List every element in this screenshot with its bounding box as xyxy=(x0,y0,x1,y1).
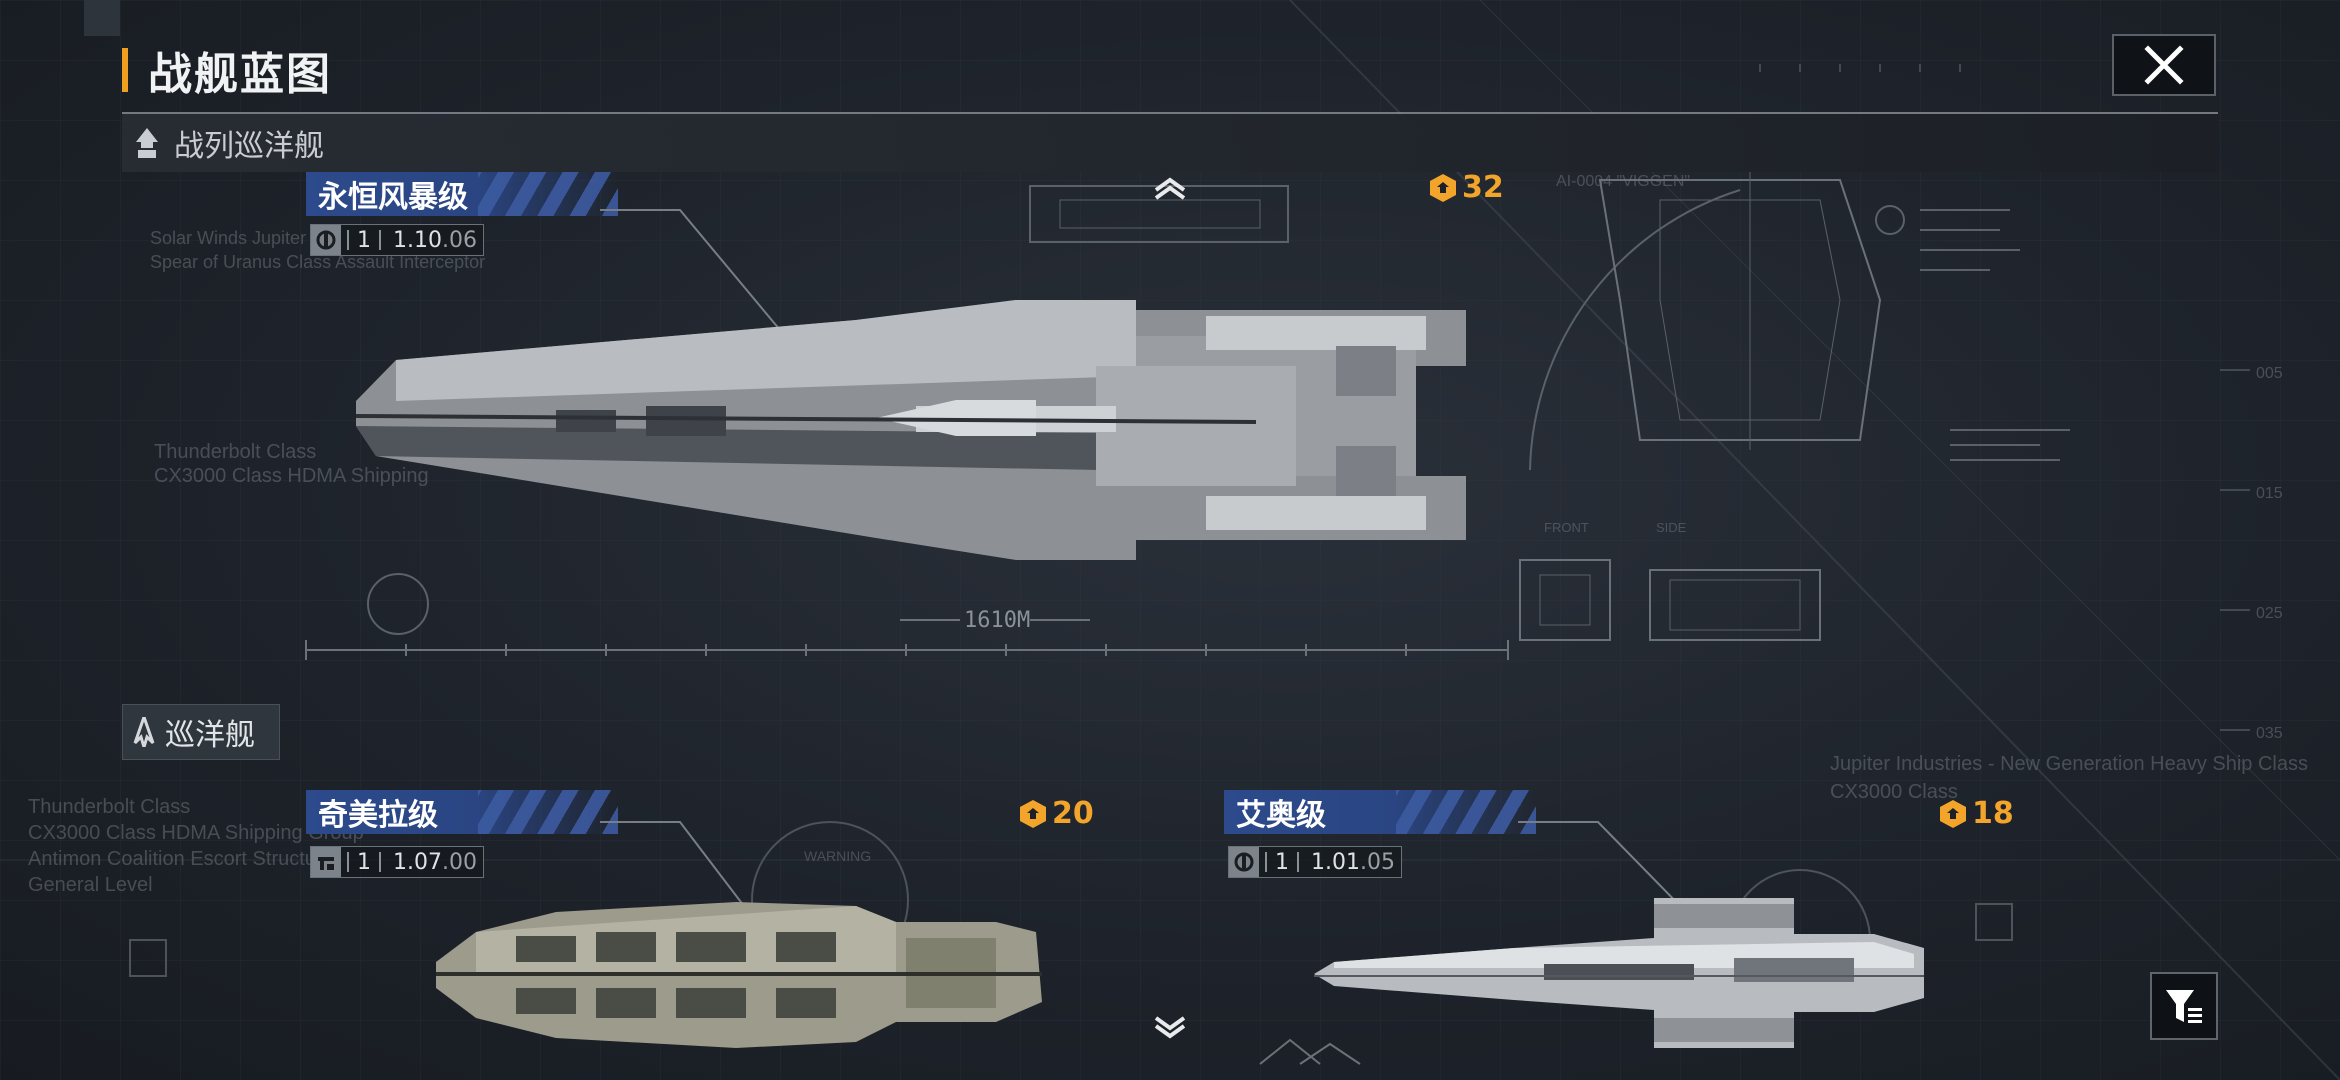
cruiser-class-icon xyxy=(133,717,155,747)
section-header-cruiser: 巡洋舰 xyxy=(122,704,280,760)
badge-separator xyxy=(1297,852,1299,872)
page-header: 战舰蓝图 xyxy=(122,38,332,102)
blueprint-title: AI-0004 "VIGGEN" xyxy=(1556,173,1691,190)
dim-label: 015 xyxy=(2256,485,2283,502)
cost-value: 32 xyxy=(1462,170,1504,205)
ship-name: 永恒风暴级 xyxy=(318,180,468,215)
cost-display: 18 xyxy=(1938,796,2014,831)
header-divider xyxy=(122,112,2218,114)
version-sub: .05 xyxy=(1359,849,1395,875)
close-button[interactable] xyxy=(2112,34,2216,96)
close-icon xyxy=(2144,45,2184,85)
tech-tier: 1 xyxy=(357,849,371,875)
ship-image-eternal-storm[interactable] xyxy=(356,276,1476,566)
cost-value: 20 xyxy=(1052,796,1094,831)
dim-label: 035 xyxy=(2256,725,2283,742)
version-badge: 1 1.07 .00 xyxy=(310,846,484,878)
module-icon xyxy=(311,225,341,255)
scale-length-label: 1610M xyxy=(964,608,1031,633)
command-points-icon xyxy=(1940,799,1966,828)
tech-tier: 1 xyxy=(357,227,371,253)
cost-display: 32 xyxy=(1428,170,1504,205)
module-icon xyxy=(1229,847,1259,877)
ship-name-tag[interactable]: 奇美拉级 xyxy=(306,790,618,834)
ship-name: 艾奥级 xyxy=(1236,798,1326,833)
command-points-icon xyxy=(1430,173,1456,202)
badge-separator xyxy=(347,230,349,250)
ship-name: 奇美拉级 xyxy=(318,798,438,833)
version-sub: .00 xyxy=(441,849,477,875)
badge-separator xyxy=(379,230,381,250)
version-badge: 1 1.10 .06 xyxy=(310,224,484,256)
battlecruiser-class-icon xyxy=(136,128,158,158)
badge-separator xyxy=(1265,852,1267,872)
scroll-up-button[interactable] xyxy=(1152,176,1188,200)
chevron-down-icon xyxy=(1154,1016,1186,1039)
ship-name-tag[interactable]: 艾奥级 xyxy=(1224,790,1536,834)
filter-icon xyxy=(2166,990,2202,1023)
leader-line xyxy=(600,821,751,915)
section-label: 巡洋舰 xyxy=(165,718,255,753)
module-icon xyxy=(311,847,341,877)
dim-label: 005 xyxy=(2256,365,2283,382)
filter-button[interactable] xyxy=(2150,972,2218,1040)
scroll-down-button[interactable] xyxy=(1152,1016,1188,1040)
badge-separator xyxy=(347,852,349,872)
dim-label: 025 xyxy=(2256,605,2283,622)
tech-tier: 1 xyxy=(1275,849,1289,875)
version-sub: .06 xyxy=(441,227,477,253)
ship-image-chimera[interactable] xyxy=(436,892,1044,1052)
background-caption-4: Jupiter Industries - New Generation Heav… xyxy=(1830,753,2308,803)
leader-line xyxy=(600,209,781,331)
page-title: 战舰蓝图 xyxy=(148,49,332,100)
command-points-icon xyxy=(1020,799,1046,828)
cost-value: 18 xyxy=(1972,796,2014,831)
chevron-up-icon xyxy=(1154,177,1186,200)
title-accent-bar xyxy=(122,48,128,92)
side-view-label: SIDE xyxy=(1656,520,1687,535)
section-header-battlecruiser: 战列巡洋舰 xyxy=(122,114,2218,172)
badge-separator xyxy=(379,852,381,872)
section-label: 战列巡洋舰 xyxy=(174,129,324,164)
version-badge: 1 1.01 .05 xyxy=(1228,846,1402,878)
ship-name-tag[interactable]: 永恒风暴级 xyxy=(306,172,618,216)
version-main: 1.01 xyxy=(1311,849,1360,875)
version-main: 1.07 xyxy=(393,849,442,875)
front-view-label: FRONT xyxy=(1544,520,1589,535)
ship-image-io[interactable] xyxy=(1314,898,1926,1050)
leader-line xyxy=(1518,821,1689,915)
version-main: 1.10 xyxy=(393,227,442,253)
warning-label: WARNING xyxy=(804,848,872,864)
cost-display: 20 xyxy=(1018,796,1094,831)
